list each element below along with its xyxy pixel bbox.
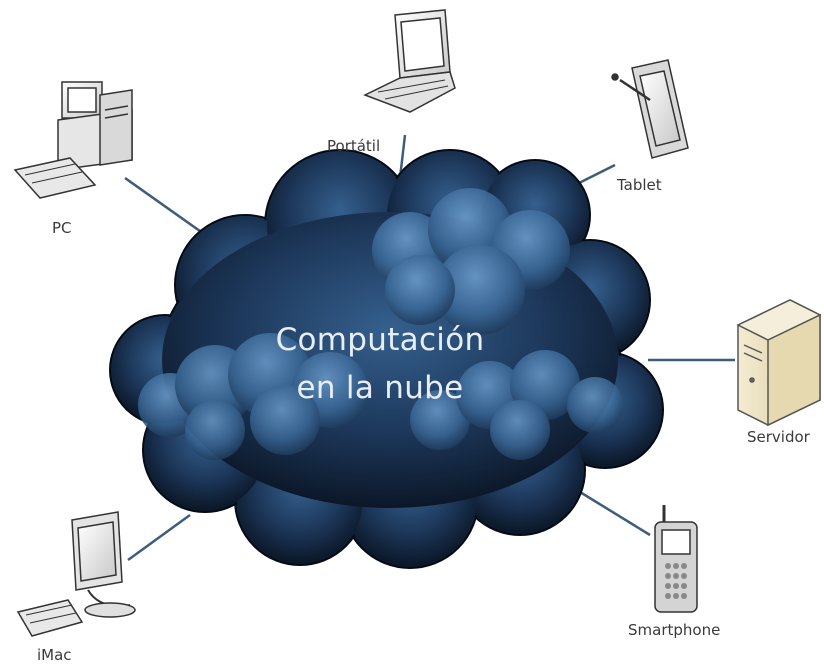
label-servidor: Servidor bbox=[747, 428, 810, 446]
imac-icon bbox=[16, 511, 136, 637]
cloud-title-line-2: en la nube bbox=[296, 370, 464, 406]
cloud-title-line-1: Computación bbox=[275, 322, 485, 358]
label-pc: PC bbox=[52, 219, 72, 237]
cloud-shape bbox=[109, 149, 664, 569]
cloud-highlight-right bbox=[410, 350, 623, 460]
laptop-icon bbox=[363, 9, 456, 113]
smartphone-icon bbox=[654, 505, 698, 613]
label-tablet: Tablet bbox=[617, 176, 662, 194]
cloud-highlight-left bbox=[138, 333, 368, 460]
server-tower-icon bbox=[736, 299, 822, 427]
cloud-highlight-upper bbox=[372, 188, 570, 335]
connector-smartphone bbox=[579, 490, 651, 537]
desktop-pc-icon bbox=[13, 81, 133, 199]
tablet-icon bbox=[611, 59, 689, 159]
connector-imac bbox=[127, 513, 191, 562]
label-smartphone: Smartphone bbox=[628, 621, 721, 639]
label-imac: iMac bbox=[37, 646, 72, 664]
label-portatil: Portátil bbox=[327, 137, 381, 155]
